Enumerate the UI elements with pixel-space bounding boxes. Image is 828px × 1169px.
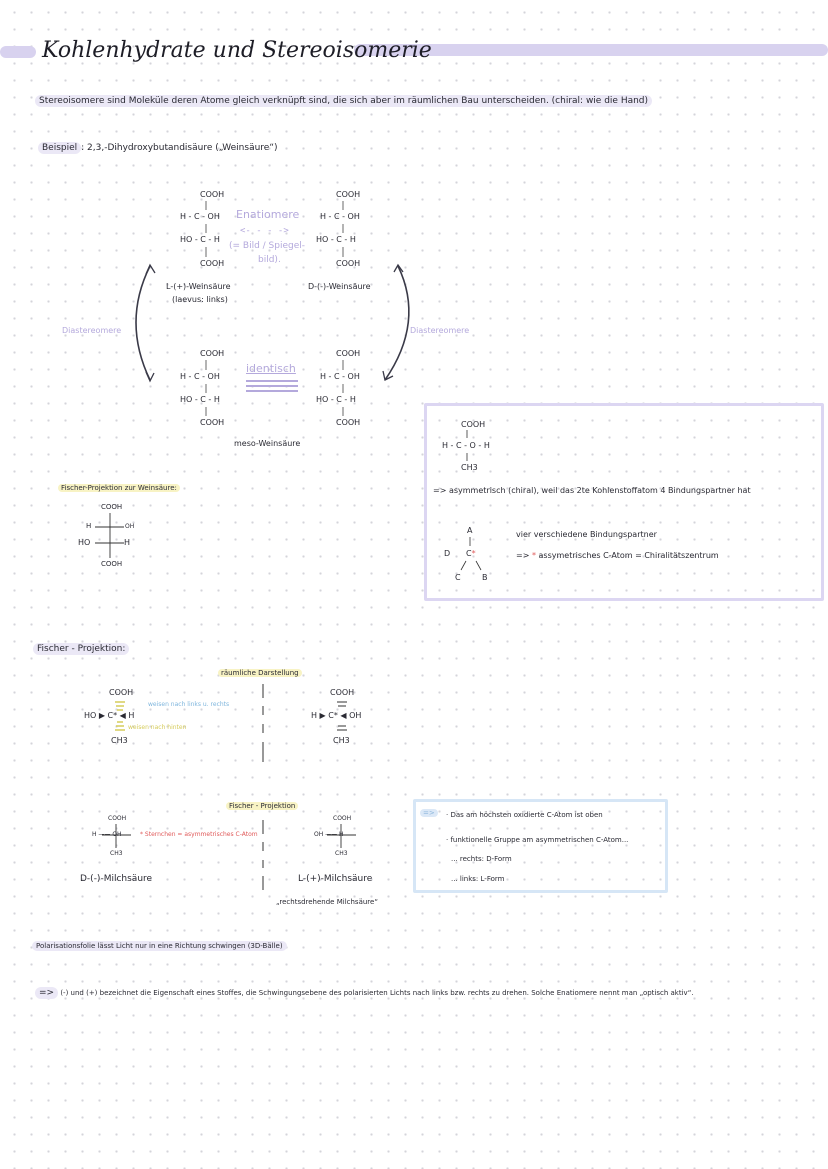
box1-center-star: * — [471, 549, 476, 558]
box2-line1-text: Das am höchsten oxidierte C-Atom ist obe… — [450, 811, 603, 819]
box2-line2-text: funktionelle Gruppe am asymmetrischen C-… — [450, 836, 629, 844]
milch-right-cooh: COOH — [333, 815, 352, 822]
bild-label-2: bild). — [258, 255, 281, 265]
left-wedge-row: HO ▶ C* ◀ H — [84, 711, 135, 720]
box1-center-c: C* — [466, 549, 476, 558]
conclusion-text: (-) und (+) bezeichnet die Eigenschaft e… — [60, 989, 694, 997]
l-weinsaeure-name: L-(+)-Weinsäure — [166, 282, 231, 291]
left-cooh: COOH — [109, 688, 134, 697]
box1-cooh: COOH — [461, 420, 486, 429]
conclusion-line: => (-) und (+) bezeichnet die Eigenschaf… — [35, 987, 694, 999]
box1-c: C — [455, 573, 461, 582]
polarisation-text: Polarisationsfolie lässt Licht nur in ei… — [32, 941, 287, 951]
rechtsdrehend-label: „rechtsdrehende Milchsäure“ — [276, 898, 378, 906]
box2-line1: · Das am höchsten oxidierte C-Atom ist o… — [446, 811, 603, 819]
meso-r-cooh-bottom: COOH — [336, 418, 361, 427]
box1-middle: H - C - O - H — [442, 441, 490, 450]
title-bar-left — [0, 46, 36, 58]
box1-asym-line: => * assymetrisches C-Atom = Chiralitäts… — [516, 551, 719, 560]
meso-r-cooh-top: COOH — [336, 349, 361, 358]
box1-b: B — [482, 573, 488, 582]
l-cooh-bottom: COOH — [200, 259, 225, 268]
box2-arrow: => — [420, 809, 438, 817]
right-wedge-row: H ▶ C* ◀ OH — [311, 711, 362, 720]
l-h-c-oh: H - C - OH — [180, 212, 220, 221]
example-text: : 2,3,-Dihydroxybutandisäure („Weinsäure… — [81, 143, 278, 153]
meso-l-cooh-bottom: COOH — [200, 418, 225, 427]
conclusion-arrow: => — [35, 987, 59, 999]
fischer-weinsaeure-label: Fischer-Projektion zur Weinsäure: — [58, 484, 180, 492]
fischer-small-cooh-bottom: COOH — [101, 560, 123, 568]
box1-arrow: => — [516, 551, 530, 560]
box1-asym: assymetrisches C-Atom = Chiralitätszentr… — [538, 551, 719, 560]
l-cooh-top: COOH — [200, 190, 225, 199]
box1-d: D — [444, 549, 451, 558]
fischer-small-h-2: H — [124, 538, 131, 547]
note-blue: weisen nach links u. rechts — [148, 701, 230, 708]
raeumlich-label: räumliche Darstellung — [218, 669, 302, 677]
chirality-box — [424, 403, 824, 601]
star-note: * Sternchen = asymmetrisches C-Atom — [140, 831, 258, 838]
meso-l-h-c-oh: H - C - OH — [180, 372, 220, 381]
l-milchsaeure: L-(+)-Milchsäure — [298, 874, 373, 884]
l-weinsaeure-sub: (laevus: links) — [172, 295, 228, 304]
enantiomere-arrow: <- - - -> — [240, 226, 289, 236]
milch-right-ch3: CH3 — [335, 850, 348, 857]
d-milchsaeure: D-(-)-Milchsäure — [80, 874, 153, 884]
meso-weinsaeure-name: meso-Weinsäure — [234, 439, 301, 448]
d-h-c-oh: H - C - OH — [320, 212, 360, 221]
fischer-small-cooh-top: COOH — [101, 503, 123, 511]
meso-l-cooh-top: COOH — [200, 349, 225, 358]
diastereomere-right: Diastereomere — [410, 326, 470, 335]
diastereomere-left: Diastereomere — [62, 326, 122, 335]
meso-r-h-c-oh: H - C - OH — [320, 372, 360, 381]
l-ho-c-h: HO - C - H — [180, 235, 220, 244]
d-weinsaeure-name: D-(-)-Weinsäure — [308, 282, 371, 291]
meso-r-ho-c-h: HO - C - H — [316, 395, 356, 404]
box2-line2: · funktionelle Gruppe am asymmetrischen … — [446, 836, 629, 844]
milch-left-row: H —— OH — [92, 831, 122, 838]
box1-statement: => asymmetrisch (chiral), weil das 2te K… — [433, 486, 751, 495]
box1-star: * — [531, 551, 536, 560]
box1-a: A — [467, 526, 473, 535]
left-ch3: CH3 — [111, 736, 128, 745]
title-bar-right — [354, 44, 828, 56]
fischer-small-ho-2: HO — [78, 538, 91, 547]
d-cooh-bottom: COOH — [336, 259, 361, 268]
enantiomere-label: Enatiomere — [236, 208, 300, 221]
fischer-heading: Fischer - Projektion: — [33, 643, 130, 655]
identisch-label: identisch — [246, 362, 296, 375]
right-cooh: COOH — [330, 688, 355, 697]
d-ho-c-h: HO - C - H — [316, 235, 356, 244]
definition-text: Stereoisomere sind Moleküle deren Atome … — [35, 95, 653, 107]
example-label: Beispiel — [38, 142, 82, 154]
box2-line4: ... links: L-Form — [451, 875, 505, 883]
d-cooh-top: COOH — [336, 190, 361, 199]
note-yellow: weisen nach hinten — [128, 724, 187, 731]
rules-box — [413, 799, 668, 893]
box2-line3: ... rechts: D-Form — [451, 855, 512, 863]
milch-left-ch3: CH3 — [110, 850, 123, 857]
fischer-small-oh-1: OH — [125, 523, 135, 530]
right-ch3: CH3 — [333, 736, 350, 745]
meso-l-ho-c-h: HO - C - H — [180, 395, 220, 404]
bild-label-1: (= Bild / Spiegel- — [229, 241, 306, 251]
milch-right-row: OH —— H — [314, 831, 344, 838]
fischer-small-h-1: H — [86, 522, 92, 530]
box1-vier: vier verschiedene Bindungspartner — [516, 530, 657, 539]
fischer-projection-label: Fischer - Projektion — [226, 802, 299, 810]
milch-left-cooh: COOH — [108, 815, 127, 822]
box1-ch3: CH3 — [461, 463, 478, 472]
page-title: Kohlenhydrate und Stereoisomerie — [42, 38, 432, 63]
example-line: Beispiel: 2,3,-Dihydroxybutandisäure („W… — [38, 142, 278, 154]
